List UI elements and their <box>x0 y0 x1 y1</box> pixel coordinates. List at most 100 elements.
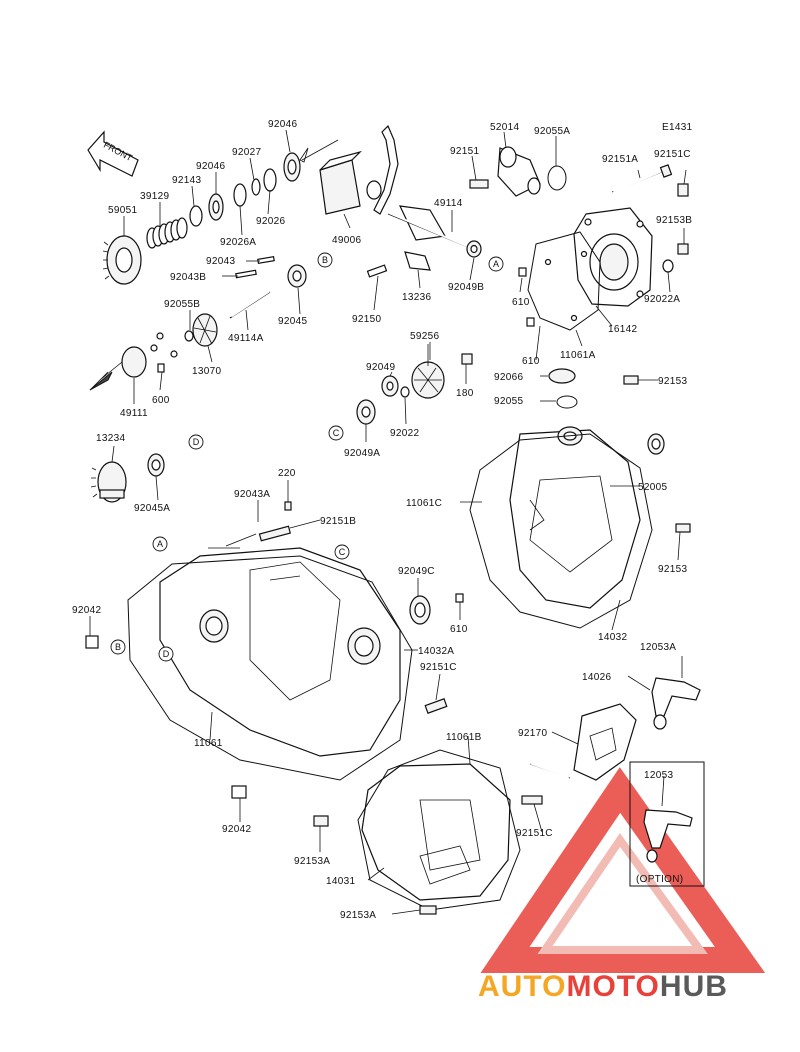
bolt-92151 <box>469 179 489 189</box>
oil-pump-assembly <box>89 139 339 391</box>
label-92151C-c: 92151C <box>516 828 553 839</box>
label-600: 600 <box>152 395 170 406</box>
dowel-92042-a <box>85 635 99 649</box>
label-92046-b: 92046 <box>196 161 225 172</box>
washer-92026A <box>233 183 247 207</box>
svg-text:B: B <box>322 255 328 265</box>
bolt-92153A-b <box>419 905 437 915</box>
gasket-11061A <box>527 231 601 331</box>
label-610-c: 610 <box>450 624 468 635</box>
gasket-11061C <box>469 433 653 629</box>
bolt-92150 <box>366 264 388 278</box>
label-92066: 92066 <box>494 372 523 383</box>
front-direction-arrow-icon: FRONT <box>87 130 139 177</box>
label-13236: 13236 <box>402 292 431 303</box>
label-12053A: 12053A <box>640 642 676 653</box>
bolt-92153-b <box>675 523 691 533</box>
dowel-610-c <box>455 593 464 603</box>
label-92043: 92043 <box>206 256 235 267</box>
label-610-b: 610 <box>522 356 540 367</box>
label-92049B: 92049B <box>448 282 484 293</box>
label-16142: 16142 <box>608 324 637 335</box>
label-92043B: 92043B <box>170 272 206 283</box>
bolt-92151C <box>677 183 689 197</box>
oring-92055A <box>547 165 567 191</box>
watermark-logo-icon <box>480 767 766 973</box>
label-92143: 92143 <box>172 175 201 186</box>
generator-cover-14031 <box>361 763 511 901</box>
label-92022: 92022 <box>390 428 419 439</box>
impeller-59256 <box>411 344 445 399</box>
washer-92022A <box>662 259 674 273</box>
label-92027: 92027 <box>232 147 261 158</box>
label-49114A: 49114A <box>228 333 264 344</box>
label-92026A: 92026A <box>220 237 256 248</box>
label-14032A: 14032A <box>418 646 454 657</box>
label-49111: 49111 <box>120 408 148 419</box>
kick-gear-13234 <box>90 461 127 503</box>
cover-14026 <box>573 703 637 781</box>
label-14032: 14032 <box>598 632 627 643</box>
svg-text:D: D <box>163 649 170 659</box>
pump-cover-16142 <box>573 207 653 307</box>
washer-92027 <box>251 178 261 196</box>
label-92049C: 92049C <box>398 566 435 577</box>
label-49114: 49114 <box>434 198 463 209</box>
oring-92055B <box>184 330 194 342</box>
label-92055A: 92055A <box>534 126 570 137</box>
washer-92143 <box>189 205 203 227</box>
svg-text:AUTOMOTOHUB: AUTOMOTOHUB <box>478 970 728 1003</box>
label-11061C: 11061C <box>406 498 442 509</box>
option-label: (OPTION) <box>636 874 683 885</box>
label-92153B: 92153B <box>656 215 692 226</box>
label-180: 180 <box>456 388 474 399</box>
label-13070: 13070 <box>192 366 221 377</box>
label-11061: 11061 <box>194 738 223 749</box>
part-labels: 92046 92027 92046 92143 39129 59051 9202… <box>72 119 692 921</box>
label-92055B: 92055B <box>164 299 200 310</box>
leader-lines <box>89 129 687 915</box>
label-49006: 49006 <box>332 235 361 246</box>
brand-auto: AUTO <box>478 970 566 1003</box>
bolt-92153B <box>677 243 689 255</box>
brand-hub: HUB <box>660 970 728 1003</box>
svg-text:A: A <box>157 539 163 549</box>
bolt-92153A-a <box>313 815 329 827</box>
label-92049: 92049 <box>366 362 395 373</box>
option-box <box>629 761 705 887</box>
svg-text:C: C <box>333 428 340 438</box>
gasket-11061 <box>127 555 413 781</box>
filler-cap-92066 <box>548 368 576 384</box>
svg-text:C: C <box>339 547 346 557</box>
label-92055: 92055 <box>494 396 523 407</box>
label-11061A: 11061A <box>560 350 596 361</box>
gear-59051 <box>102 235 142 285</box>
label-92151A: 92151A <box>602 154 638 165</box>
dowel-610-b <box>526 317 535 327</box>
label-92153A-a: 92153A <box>294 856 330 867</box>
label-92022A: 92022A <box>644 294 680 305</box>
label-59256: 59256 <box>410 331 439 342</box>
label-11061B: 11061B <box>446 732 482 743</box>
label-92151: 92151 <box>450 146 479 157</box>
label-92045A: 92045A <box>134 503 170 514</box>
svg-text:B: B <box>115 642 121 652</box>
label-92151C-b: 92151C <box>420 662 457 673</box>
label-610-a: 610 <box>512 297 530 308</box>
label-92170: 92170 <box>518 728 547 739</box>
rotor-49111 <box>89 346 147 391</box>
label-12053: 12053 <box>644 770 673 781</box>
bolt-92151C-b <box>424 698 448 714</box>
pin-600 <box>157 363 165 373</box>
bolt-92151C-c <box>521 795 543 805</box>
label-92151B: 92151B <box>320 516 356 527</box>
spring-39129 <box>146 217 188 249</box>
label-92153-a: 92153 <box>658 376 687 387</box>
label-92153A-b: 92153A <box>340 910 376 921</box>
impeller-13070 <box>192 313 218 347</box>
label-92151C-a: 92151C <box>654 149 691 160</box>
label-13234: 13234 <box>96 433 125 444</box>
label-92026: 92026 <box>256 216 285 227</box>
